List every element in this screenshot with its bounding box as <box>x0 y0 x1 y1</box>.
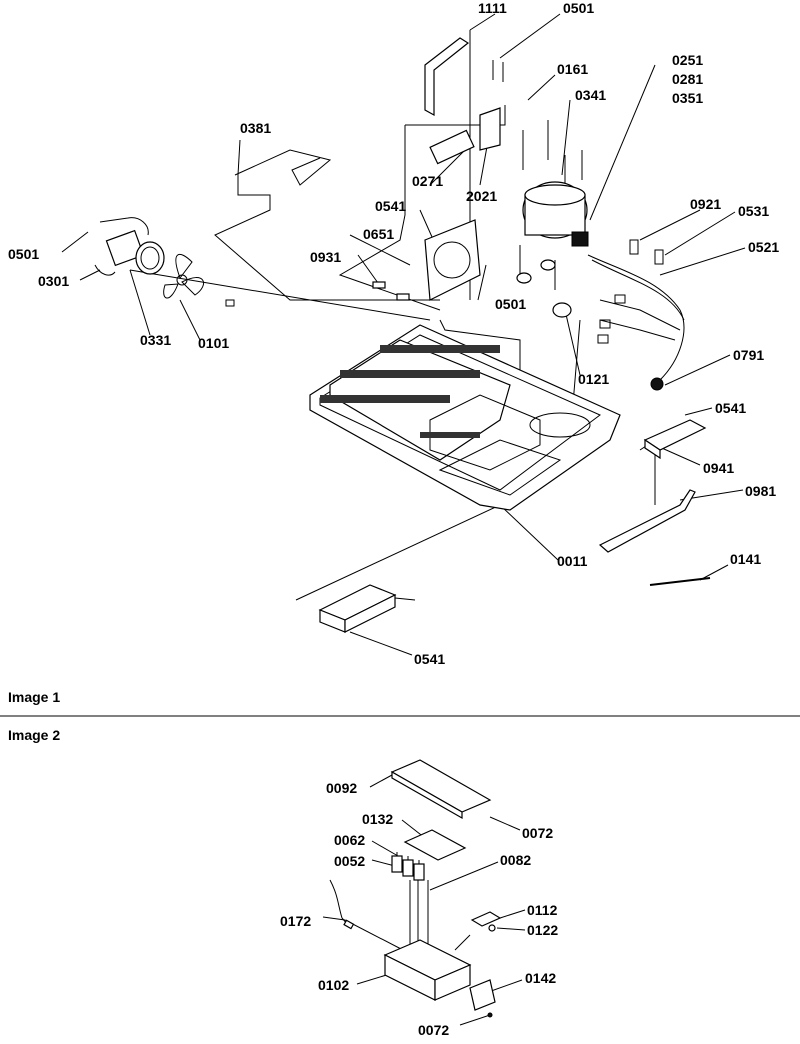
tube-part <box>234 149 332 186</box>
label-1111: 1111 <box>478 0 507 16</box>
label-0381: 0381 <box>240 120 271 136</box>
label-0541-bracket: 0541 <box>715 400 746 416</box>
rod-part <box>649 577 711 586</box>
wiring-harness-part <box>587 239 685 391</box>
label-0142: 0142 <box>525 970 556 986</box>
label-0062: 0062 <box>334 832 365 848</box>
label-0541-shroud: 0541 <box>375 198 406 214</box>
relay-part <box>429 129 475 165</box>
clip-part <box>372 281 386 289</box>
label-0501-fan: 0501 <box>8 246 39 262</box>
label-0651: 0651 <box>363 226 394 242</box>
image-1-labels: 1111 0501 0161 0251 0281 0351 0341 0381 … <box>8 0 779 667</box>
label-0072-bottom: 0072 <box>418 1022 449 1038</box>
label-0072-top: 0072 <box>522 825 553 841</box>
label-0351: 0351 <box>672 90 703 106</box>
compressor-part <box>516 181 589 318</box>
drain-tube-part <box>598 489 696 553</box>
label-0341: 0341 <box>575 87 606 103</box>
label-0141: 0141 <box>730 551 761 567</box>
control-box-part <box>318 584 416 633</box>
mount-bracket-part <box>470 911 502 927</box>
image-2-drawing <box>322 759 526 1026</box>
label-0331: 0331 <box>140 332 171 348</box>
bracket-part <box>479 107 501 151</box>
label-0161: 0161 <box>557 61 588 77</box>
label-0122: 0122 <box>527 922 558 938</box>
label-0501-top: 0501 <box>563 0 594 16</box>
image-2-caption: Image 2 <box>8 727 60 743</box>
side-plate-part <box>469 979 496 1011</box>
image-2-labels: 0092 0072 0132 0062 0052 0082 0172 0112 … <box>280 780 558 1038</box>
label-0941: 0941 <box>703 460 734 476</box>
label-0092: 0092 <box>326 780 357 796</box>
board-part <box>403 829 467 861</box>
label-0791: 0791 <box>733 347 764 363</box>
cord-part <box>329 879 349 926</box>
screws <box>492 60 583 290</box>
label-0102: 0102 <box>318 977 349 993</box>
fan-blade-part <box>163 253 235 307</box>
label-0172: 0172 <box>280 913 311 929</box>
fan-motor-part <box>94 217 165 276</box>
label-0301: 0301 <box>38 273 69 289</box>
label-0052: 0052 <box>334 853 365 869</box>
label-0121: 0121 <box>578 371 609 387</box>
label-0132: 0132 <box>362 811 393 827</box>
label-0501-shroud: 0501 <box>495 296 526 312</box>
label-0101: 0101 <box>198 335 229 351</box>
label-0931: 0931 <box>310 249 341 265</box>
label-0921: 0921 <box>690 196 721 212</box>
label-0541-box: 0541 <box>414 651 445 667</box>
label-0112: 0112 <box>527 902 558 918</box>
image-1-drawing <box>61 13 746 656</box>
clip-part-2 <box>396 293 410 301</box>
label-0082: 0082 <box>500 852 531 868</box>
label-0981: 0981 <box>745 483 776 499</box>
electronic-box-part <box>383 939 472 1001</box>
handle-part <box>424 37 470 117</box>
bracket-0941-part <box>643 419 707 460</box>
label-2021: 2021 <box>466 188 497 204</box>
label-0011: 0011 <box>557 553 588 569</box>
label-0521: 0521 <box>748 239 779 255</box>
label-0251: 0251 <box>672 52 703 68</box>
image-1-leader-lines <box>61 13 746 656</box>
condenser-fins <box>320 345 500 438</box>
label-0531: 0531 <box>738 203 769 219</box>
switches-part <box>391 852 425 881</box>
label-0271: 0271 <box>412 173 443 189</box>
label-0281: 0281 <box>672 71 703 87</box>
base-pan <box>309 324 621 511</box>
fan-shroud-part <box>424 219 481 301</box>
image-1-caption: Image 1 <box>8 689 60 705</box>
